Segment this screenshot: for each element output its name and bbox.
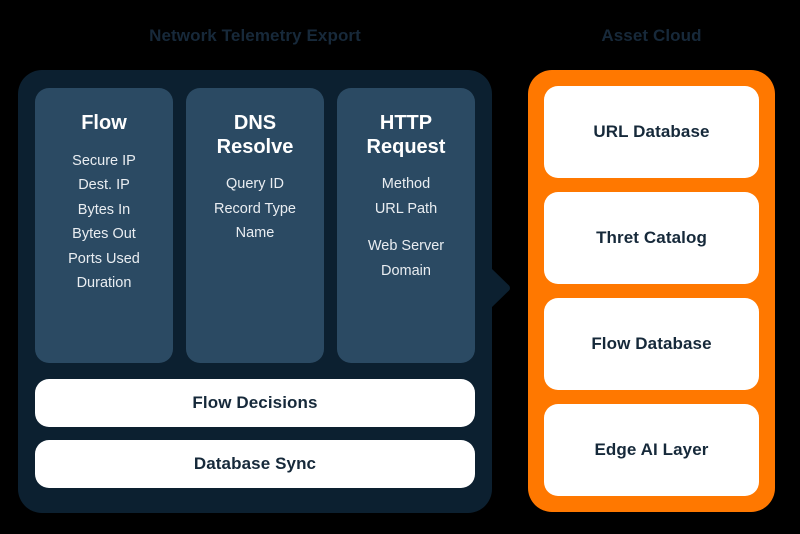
network-telemetry-export-panel: Flow Secure IP Dest. IP Bytes In Bytes O… [18, 70, 492, 513]
telemetry-columns: Flow Secure IP Dest. IP Bytes In Bytes O… [35, 88, 475, 363]
telemetry-field: Method [381, 176, 431, 193]
telemetry-field: Bytes Out [72, 226, 136, 243]
telemetry-field: Web Server [367, 238, 445, 255]
action-bar-flow-decisions[interactable]: Flow Decisions [35, 379, 475, 427]
asset-card-flow-database[interactable]: Flow Database [544, 298, 759, 390]
telemetry-card-http-request[interactable]: HTTP Request Method URL Path Web Server … [337, 88, 475, 363]
title-line: Flow [81, 112, 127, 134]
asset-cloud-panel: URL Database Thret Catalog Flow Database… [528, 70, 775, 512]
title-line: Request [366, 135, 446, 158]
telemetry-field: Secure IP [72, 152, 136, 169]
arrow-right-icon [491, 268, 513, 308]
action-bar-group: Flow Decisions Database Sync [35, 379, 475, 488]
left-panel-title: Network Telemetry Export [149, 26, 361, 45]
telemetry-field: Bytes In [77, 201, 131, 218]
asset-card-url-database[interactable]: URL Database [544, 86, 759, 178]
telemetry-field: Record Type [214, 200, 296, 217]
telemetry-card-title: Flow [81, 112, 127, 136]
telemetry-field: Ports Used [68, 250, 140, 267]
telemetry-field: Name [235, 225, 275, 242]
title-line: Resolve [216, 135, 294, 158]
title-line: DNS [233, 112, 277, 134]
telemetry-field: Dest. IP [78, 177, 130, 194]
telemetry-card-flow[interactable]: Flow Secure IP Dest. IP Bytes In Bytes O… [35, 88, 173, 363]
telemetry-field: Query ID [225, 176, 284, 193]
right-panel-title: Asset Cloud [601, 26, 702, 45]
telemetry-field-list: Query ID Record Type Name [214, 173, 296, 245]
telemetry-field: Duration [76, 275, 132, 292]
asset-card-thret-catalog[interactable]: Thret Catalog [544, 192, 759, 284]
telemetry-card-dns-resolve[interactable]: DNS Resolve Query ID Record Type Name [186, 88, 324, 363]
telemetry-field-list: Secure IP Dest. IP Bytes In Bytes Out Po… [68, 150, 140, 296]
telemetry-card-title: HTTP Request [367, 112, 446, 159]
telemetry-field-list: Method URL Path Web Server Domain [368, 173, 444, 283]
telemetry-field: URL Path [374, 200, 438, 217]
telemetry-card-title: DNS Resolve [217, 112, 294, 159]
title-line: HTTP [379, 112, 433, 134]
telemetry-field: Domain [381, 262, 431, 279]
asset-card-edge-ai-layer[interactable]: Edge AI Layer [544, 404, 759, 496]
action-bar-database-sync[interactable]: Database Sync [35, 440, 475, 488]
